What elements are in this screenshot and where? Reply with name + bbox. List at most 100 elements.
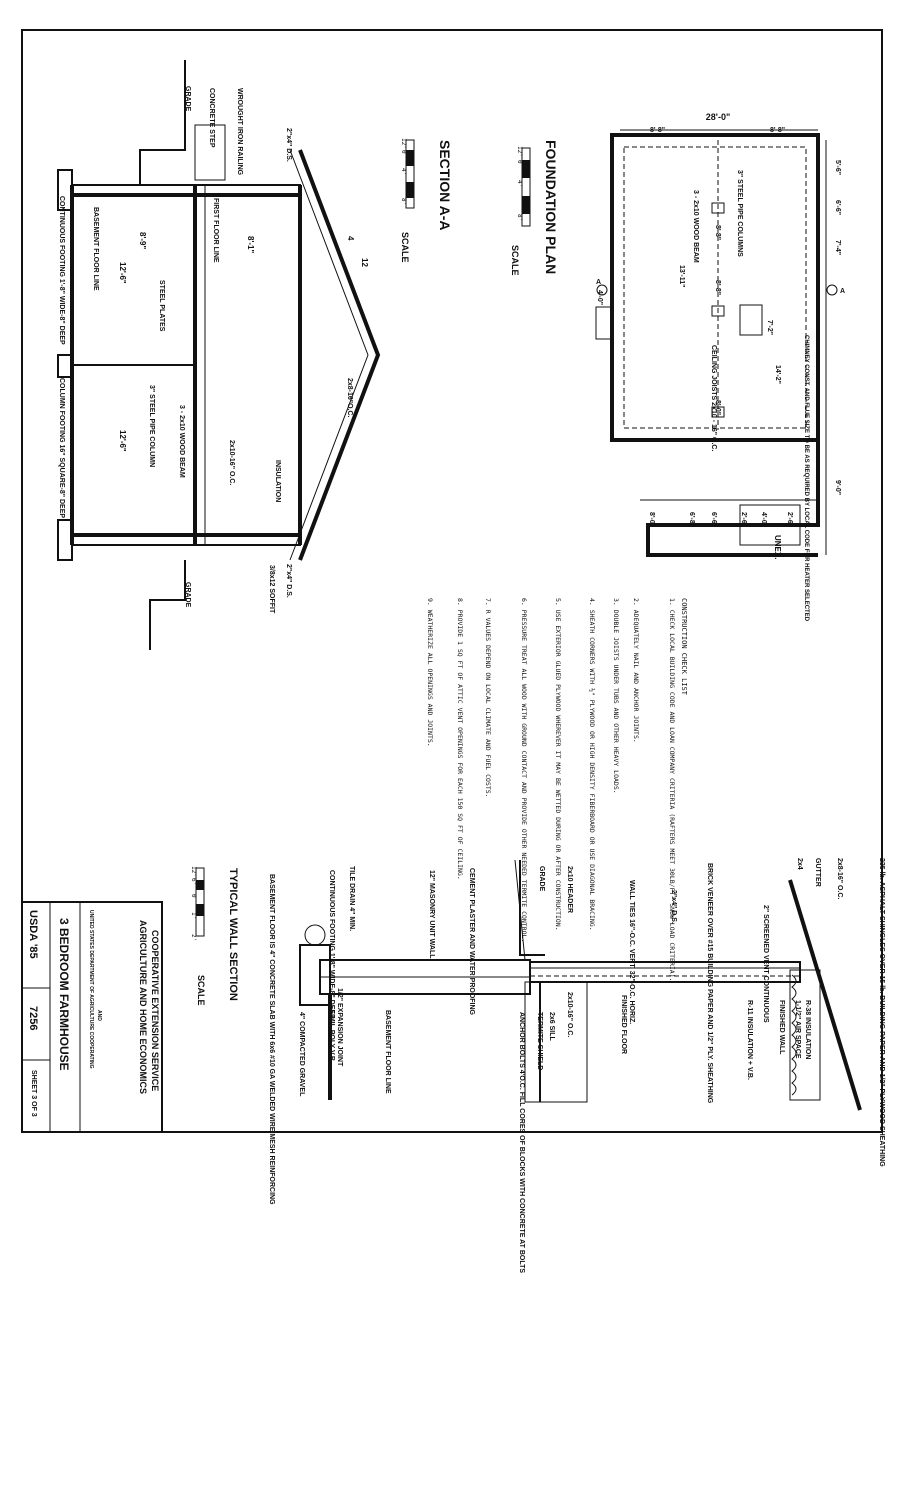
dim-d: 6'-6" [834,200,841,215]
anchor-bolts-label: ANCHOR BOLTS 4'O.C. FILL CORES OF BLOCKS… [518,1012,525,1273]
grade-left [139,60,186,185]
wall-scale-label: SCALE [196,975,206,1006]
attic-insulation [789,969,821,1101]
roof-pitch-rise: 4 [346,236,355,241]
concrete-step [194,124,226,181]
floor-joist [524,981,588,1103]
screened-vent-label: 2" SCREENED VENT CONTINUOUS [762,905,769,1023]
project-name: 3 BEDROOM FARMHOUSE [57,918,71,1071]
dim-section-1: 8'-9" [138,232,147,249]
wall-section-title: TYPICAL WALL SECTION [227,868,239,1001]
agency-line-1: COOPERATIVE EXTENSION SERVICE [150,930,160,1091]
first-floor-line-label: FIRST FLOOR LINE [212,198,219,263]
section-aa-title: SECTION A-A [437,140,453,230]
pipe-column-1 [711,202,725,214]
section-scale-label: SCALE [400,232,410,263]
checklist-item-6: 6. PRESSURE TREAT ALL WOOD WITH GROUND C… [520,598,528,942]
expansion-joint-label: 1/2" EXPANSION JOINT [336,988,343,1067]
dim-m: 6'-8" [688,512,695,527]
fp-scale-tick-2: 4' [516,180,523,187]
column-footing-label: COLUMN FOOTING 16" SQUARE-8" DEEP [58,378,65,518]
tile-drain-label: TILE DRAIN 4" MIN. [348,866,355,931]
dim-a: 8'-8" [650,127,665,134]
wall-scale-bar: 12' 6' 0 1' 2' [190,866,205,941]
shingles-label: 235 lb. ASPHALT SHINGLES OVER 15 lb. BUI… [878,858,885,1167]
checklist-item-1: 1. CHECK LOCAL BUILDING CODE AND LOAN CO… [668,598,676,982]
r11-label: R-11 INSULATION + V.B. [746,1000,753,1080]
column-footing [57,354,73,378]
dim-o: 2'-6" [740,512,747,527]
wrought-iron-label: WROUGHT IRON RAILING [236,88,243,176]
poly-label: 6 MIL POLY V.B. [328,1010,335,1063]
wall-grade [519,860,545,956]
ds-left-label: 2"x4" D.S. [285,128,292,162]
grade-right [149,560,186,650]
ceiling-joists-label: 2x10-16" O.C. [228,440,235,485]
sa-scale-tick-1: 0 [400,150,407,154]
finished-wall-label: FINISHED WALL [778,1000,785,1055]
foundation-plan-title: FOUNDATION PLAN [543,140,559,274]
pipe-column-3 [711,406,725,418]
foundation-scale-bar: 12' 0 4' 8' [516,146,531,227]
checklist-item-5: 5. USE EXTERIOR GLUED PLYWOOD WHEREVER I… [554,598,562,931]
dim-s: 4'-0" [596,290,603,305]
footing-left [57,169,73,211]
dim-r: 9'-0" [834,480,841,495]
finished-floor-label: FINISHED FLOOR [620,995,627,1054]
brick-veneer-label: BRICK VENEER OVER #15 BUILDING PAPER AND… [706,863,713,1104]
checklist-item-4: 4. SHEATH CORNERS WITH ½" PLYWOOD OR HIG… [588,598,596,931]
wall-rafters-label: 2x8-16" O.C. [836,858,843,900]
soffit-label: 3/8x12 SOFFIT [268,565,275,614]
dim-g: 8'-8" [714,225,721,240]
section-marker-a-left [596,284,608,296]
wall-grade-label: GRADE [538,866,545,892]
checklist-item-2: 2. ADEQUATELY NAIL AND ANCHOR JOINTS. [632,598,640,743]
wood-beam-callout: 3 - 2x10 WOOD BEAM [692,190,699,263]
dim-q: 2'-6" [786,512,793,527]
sill-label: 2x6 SILL [548,1012,555,1042]
insulation-label: INSULATION [274,460,281,502]
ws-scale-tick-2: 0 [190,894,197,898]
dim-k: 7'-2" [766,320,773,335]
grade-right-label: GRADE [184,582,191,608]
ceiling-joists-callout: CEILING JOISTS 2x10 - 16" O.C. [710,345,717,451]
dim-e: 7'-4" [834,240,841,255]
agency-line-4: UNITED STATES DEPARTMENT OF AGRICULTURE … [88,910,94,1069]
dim-c: 5'-6" [834,160,841,175]
frame-wall [529,961,801,983]
wall-basement-floor-line-label: BASEMENT FLOOR LINE [384,1010,391,1094]
checklist-item-8: 8. PROVIDE 1 SQ FT OF ATTIC VENT OPENING… [456,598,464,880]
pipe-column-label: 3" STEEL PIPE COLUMN [148,385,155,467]
termite-shield-label: TERMITE SHIELD [536,1012,543,1070]
dim-section-2: 8'-1" [246,236,255,253]
fp-scale-tick-1: 0 [516,160,523,164]
ds-right-label: 2"x4" D.S. [285,564,292,598]
wall-joists-label: 2x10-16" O.C. [566,992,573,1037]
roof-sheathing [289,149,369,561]
typical-wall-section: 235 lb. ASPHALT SHINGLES OVER 15 lb. BUI… [190,858,885,1273]
checklist-item-3: 3. DOUBLE JOISTS UNDER TUBS AND OTHER HE… [612,598,620,794]
steel-columns-callout: 3" STEEL PIPE COLUMNS [736,170,743,257]
checklist-item-7: 7. R VALUES DEPEND ON LOCAL CLIMATE AND … [484,598,492,798]
ws-scale-tick-1: 6' [190,878,197,885]
wall-roof-line [788,879,862,1111]
agency-line-3: AND [96,1010,102,1021]
fp-scale-tick-3: 8' [516,214,523,221]
construction-checklist: CONSTRUCTION CHECK LIST 1. CHECK LOCAL B… [426,598,688,982]
sa-scale-tick-0: 12' [400,138,407,149]
sheet-number: SHEET 3 OF 3 [30,1070,37,1117]
dim-p: 4'-0" [760,512,767,527]
unex-label: UNEX. [773,535,782,559]
dim-j: 8'-0" [714,400,721,415]
foundation-scale-label: SCALE [510,245,520,276]
grade-left-label: GRADE [184,86,191,112]
porch-outline [646,440,820,557]
chimney [739,304,763,336]
wall-ties-label: WALL TIES 16"-O.C. VERT. 32"-O.C. HORIZ. [628,880,635,1024]
fp-scale-tick-0: 12' [516,146,523,157]
section-mark-right: A [840,288,845,295]
checklist-item-9: 9. WEATHERIZE ALL OPENINGS AND JOINTS. [426,598,434,747]
section-scale-bar: 12' 0 4' 8' [400,138,415,209]
drawing-number: 7256 [27,1006,39,1030]
